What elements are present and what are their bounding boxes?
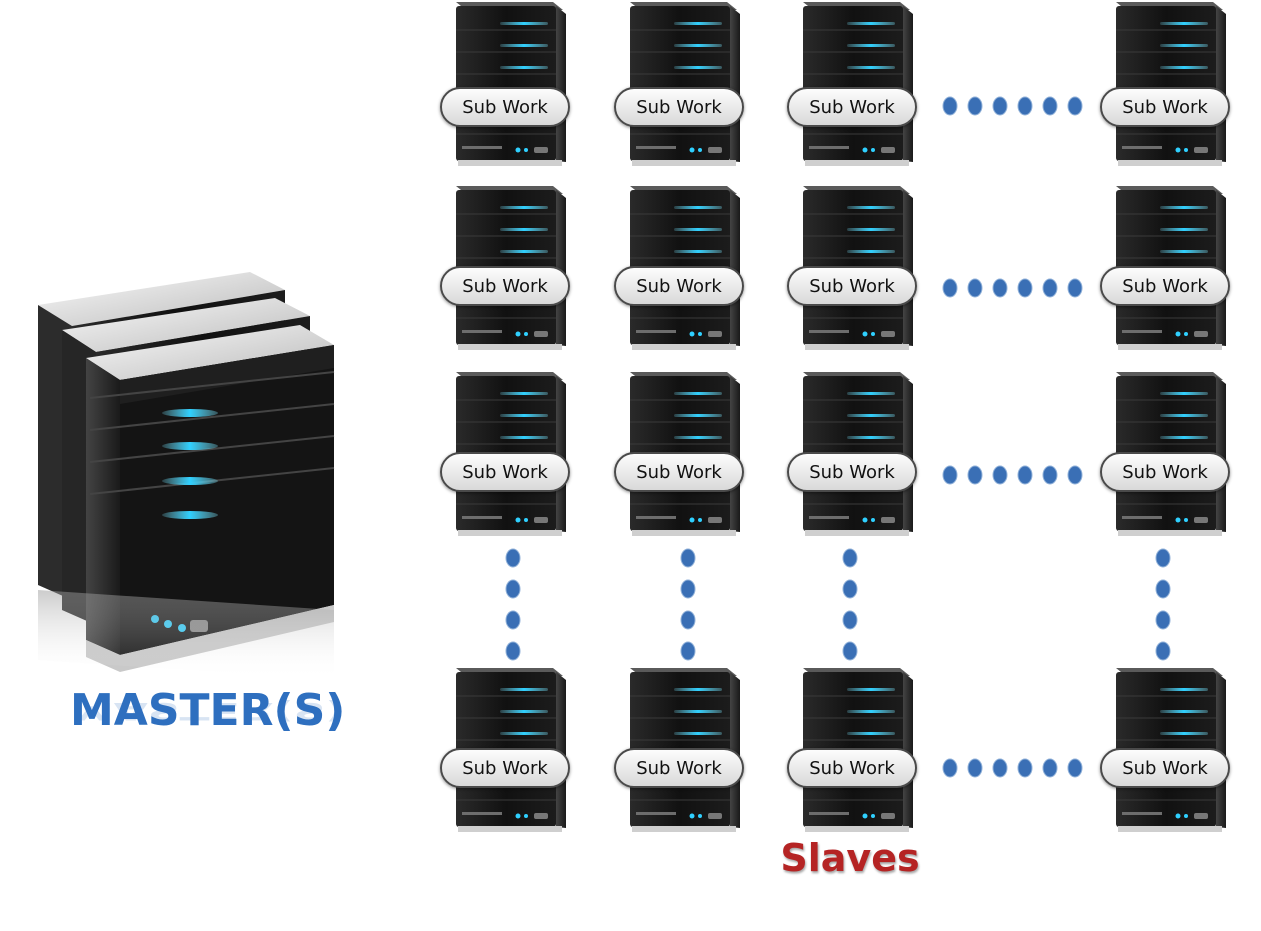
sub-work-label: Sub Work (787, 266, 917, 306)
ellipsis-dot (967, 96, 983, 116)
ellipsis-dot (1067, 96, 1083, 116)
sub-work-label: Sub Work (787, 452, 917, 492)
sub-work-label: Sub Work (787, 748, 917, 788)
ellipsis-dots (505, 96, 1171, 778)
ellipsis-dot (1155, 610, 1171, 630)
master-label: MASTER(S) (70, 685, 346, 736)
sub-work-label: Sub Work (614, 452, 744, 492)
ellipsis-dot (1042, 278, 1058, 298)
master-server-icon (38, 272, 335, 680)
ellipsis-dot (1067, 278, 1083, 298)
ellipsis-dot (842, 579, 858, 599)
slaves-label: Slaves (780, 836, 920, 880)
ellipsis-dot (992, 96, 1008, 116)
ellipsis-dot (967, 758, 983, 778)
sub-work-label: Sub Work (614, 748, 744, 788)
sub-work-label: Sub Work (440, 87, 570, 127)
sub-work-label: Sub Work (1100, 266, 1230, 306)
ellipsis-dot (942, 96, 958, 116)
ellipsis-dot (992, 758, 1008, 778)
ellipsis-dot (1017, 278, 1033, 298)
ellipsis-dot (1067, 758, 1083, 778)
ellipsis-dot (505, 548, 521, 568)
slave-server-icon (802, 1, 914, 167)
ellipsis-dot (505, 610, 521, 630)
ellipsis-dot (1017, 96, 1033, 116)
ellipsis-dot (1017, 758, 1033, 778)
ellipsis-dot (942, 278, 958, 298)
ellipsis-dot (1067, 465, 1083, 485)
ellipsis-dot (505, 641, 521, 661)
ellipsis-dot (680, 610, 696, 630)
ellipsis-dot (967, 278, 983, 298)
sub-work-label: Sub Work (1100, 87, 1230, 127)
sub-work-label: Sub Work (440, 452, 570, 492)
slave-server-icon (1115, 1, 1227, 167)
ellipsis-dot (505, 579, 521, 599)
sub-work-label: Sub Work (440, 266, 570, 306)
ellipsis-dot (967, 465, 983, 485)
ellipsis-dot (842, 641, 858, 661)
slave-server-icon (455, 1, 567, 167)
sub-work-label: Sub Work (787, 87, 917, 127)
ellipsis-dot (1042, 96, 1058, 116)
ellipsis-dot (680, 579, 696, 599)
sub-work-label: Sub Work (1100, 452, 1230, 492)
ellipsis-dot (1042, 465, 1058, 485)
ellipsis-dot (942, 758, 958, 778)
ellipsis-dot (1155, 548, 1171, 568)
ellipsis-dot (992, 278, 1008, 298)
ellipsis-dot (680, 548, 696, 568)
sub-work-label: Sub Work (1100, 748, 1230, 788)
sub-work-label: Sub Work (614, 266, 744, 306)
ellipsis-dot (1017, 465, 1033, 485)
slave-server-icon (629, 1, 741, 167)
ellipsis-dot (1155, 641, 1171, 661)
ellipsis-dot (942, 465, 958, 485)
ellipsis-dot (1155, 579, 1171, 599)
ellipsis-dot (842, 548, 858, 568)
sub-work-label: Sub Work (440, 748, 570, 788)
ellipsis-dot (680, 641, 696, 661)
ellipsis-dot (842, 610, 858, 630)
sub-work-label: Sub Work (614, 87, 744, 127)
ellipsis-dot (1042, 758, 1058, 778)
ellipsis-dot (992, 465, 1008, 485)
